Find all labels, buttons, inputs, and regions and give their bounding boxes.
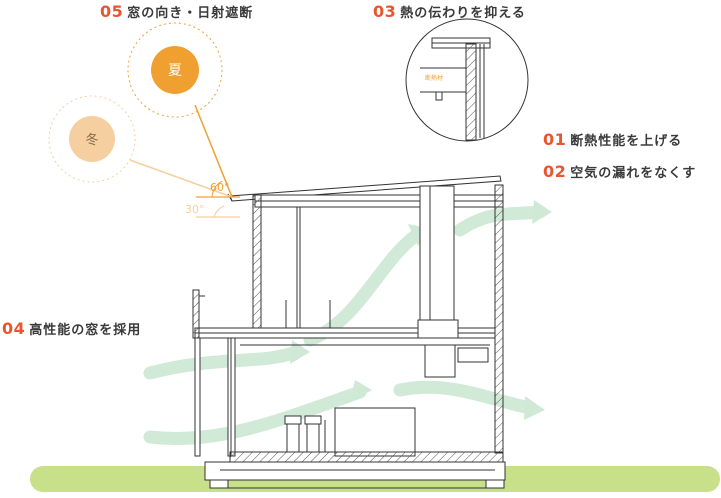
- sun-angle-lines: [129, 104, 240, 218]
- detail-circle-03: 断熱材: [405, 18, 529, 142]
- winter-sun-label: 冬: [85, 132, 98, 148]
- summer-sun-label: 夏: [168, 63, 182, 79]
- dining-chairs: [284, 415, 322, 452]
- airflow-arrows: [143, 205, 547, 446]
- angle-summer-label: 60°: [210, 181, 230, 194]
- label-04: 04 高性能の窓を採用: [2, 319, 141, 338]
- detail03-material-label: 断熱材: [425, 74, 443, 82]
- foundation: [204, 461, 506, 481]
- label-05-text: 窓の向き・日射遮断: [127, 6, 254, 21]
- label-04-text: 高性能の窓を採用: [29, 323, 142, 338]
- label-03-number: 03: [373, 2, 397, 21]
- summer-sun-halo: [127, 22, 223, 118]
- ground-floor-slab: [229, 451, 504, 463]
- angle-winter-label: 30°: [185, 203, 205, 216]
- label-05-number: 05: [100, 2, 124, 21]
- label-03: 03 熱の伝わりを抑える: [373, 2, 526, 21]
- label-04-number: 04: [2, 319, 26, 338]
- winter-sun-halo: [48, 95, 136, 183]
- label-05: 05 窓の向き・日射遮断: [100, 2, 253, 21]
- label-01-text: 断熱性能を上げる: [570, 134, 683, 149]
- label-01: 01 断熱性能を上げる: [543, 130, 682, 149]
- label-02: 02 空気の漏れをなくす: [543, 162, 696, 181]
- label-01-number: 01: [543, 130, 567, 149]
- label-02-text: 空気の漏れをなくす: [570, 166, 697, 181]
- winter-sun: [69, 116, 115, 162]
- label-03-text: 熱の伝わりを抑える: [400, 6, 526, 21]
- summer-sun: [151, 46, 199, 94]
- left-upper-wall: [252, 194, 262, 336]
- label-02-number: 02: [543, 162, 567, 181]
- right-wall: [494, 184, 504, 454]
- house-section: [192, 175, 506, 489]
